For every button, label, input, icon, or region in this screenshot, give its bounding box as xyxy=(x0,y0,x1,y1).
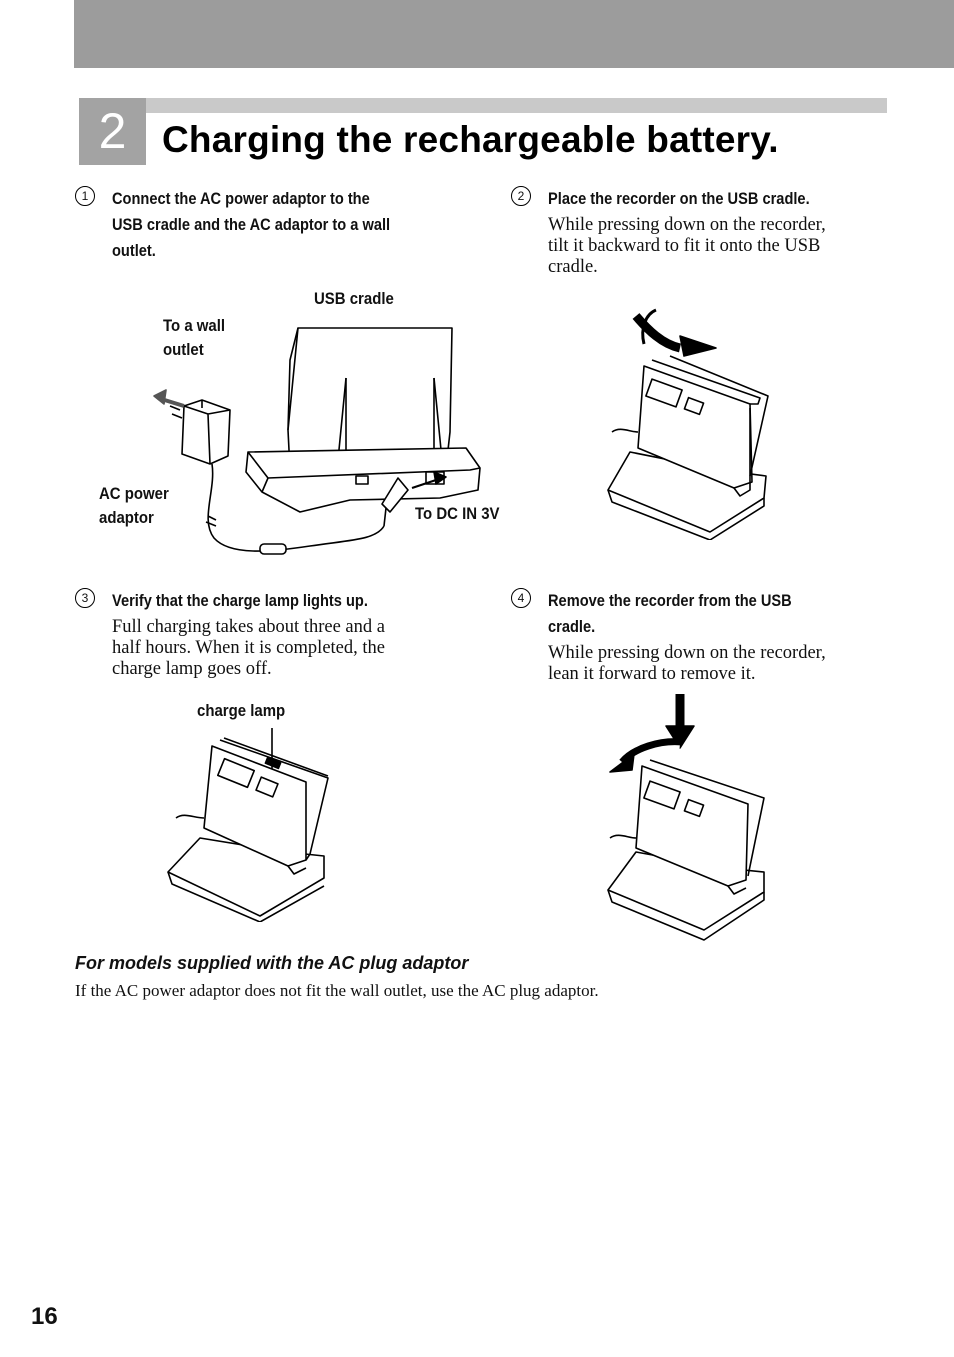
note-body: If the AC power adaptor does not fit the… xyxy=(75,981,599,1000)
step-2: 2 Place the recorder on the USB cradle. … xyxy=(511,186,931,286)
step-body-line: While pressing down on the recorder, xyxy=(548,643,826,663)
step-number: 1 xyxy=(75,186,95,206)
step-heading: Verify that the charge lamp lights up. xyxy=(112,588,368,614)
step-4: 4 Remove the recorder from the USB cradl… xyxy=(511,588,931,688)
step-number: 2 xyxy=(511,186,531,206)
step-body-line: half hours. When it is completed, the xyxy=(112,638,385,658)
ac-power-adaptor-label-line: AC power xyxy=(99,484,169,503)
step-body-line: tilt it backward to fit it onto the USB xyxy=(548,236,821,256)
page-title: Charging the rechargeable battery. xyxy=(162,119,779,160)
step-heading: Place the recorder on the USB cradle. xyxy=(548,186,810,212)
step-heading-line: cradle. xyxy=(548,617,596,636)
step-heading-line: Verify that the charge lamp lights up. xyxy=(112,591,368,610)
header-band xyxy=(74,0,954,68)
step-body: While pressing down on the recorder, lea… xyxy=(548,643,826,685)
note-heading: For models supplied with the AC plug ada… xyxy=(75,953,469,973)
remove-recorder-illustration xyxy=(607,694,765,941)
step-heading-line: outlet. xyxy=(112,241,156,260)
ac-power-adaptor-label-line: adaptor xyxy=(99,508,154,527)
step-body: While pressing down on the recorder, til… xyxy=(548,215,826,278)
step-heading-line: USB cradle and the AC adaptor to a wall xyxy=(112,215,391,234)
section-number: 2 xyxy=(79,98,146,165)
step-body: Full charging takes about three and a ha… xyxy=(112,617,385,680)
step-1: 1 Connect the AC power adaptor to the US… xyxy=(75,186,475,266)
section-rule xyxy=(146,98,887,113)
step-body-line: lean it forward to remove it. xyxy=(548,664,756,684)
wall-outlet-label-line: outlet xyxy=(163,340,204,359)
step-number: 3 xyxy=(75,588,95,608)
charge-lamp-label: charge lamp xyxy=(197,701,286,720)
step-3: 3 Verify that the charge lamp lights up.… xyxy=(75,588,475,688)
step-body-line: cradle. xyxy=(548,257,598,277)
place-recorder-illustration xyxy=(607,308,769,540)
usb-cradle-label: USB cradle xyxy=(314,289,394,308)
charge-lamp-illustration xyxy=(167,728,329,922)
step-number: 4 xyxy=(511,588,531,608)
cradle-connection-illustration xyxy=(153,327,481,555)
step-heading-line: Place the recorder on the USB cradle. xyxy=(548,189,810,208)
step-body-line: Full charging takes about three and a xyxy=(112,617,385,637)
step-body-line: While pressing down on the recorder, xyxy=(548,215,826,235)
wall-outlet-label: To a wall outlet xyxy=(163,314,225,362)
step-heading-line: Connect the AC power adaptor to the xyxy=(112,189,370,208)
step-heading-line: Remove the recorder from the USB xyxy=(548,591,792,610)
page-number: 16 xyxy=(31,1303,58,1330)
step-heading: Connect the AC power adaptor to the USB … xyxy=(112,186,390,264)
step-body-line: charge lamp goes off. xyxy=(112,659,272,679)
ac-power-adaptor-label: AC power adaptor xyxy=(99,482,169,530)
wall-outlet-label-line: To a wall xyxy=(163,316,226,335)
step-heading: Remove the recorder from the USB cradle. xyxy=(548,588,792,640)
dc-in-label: To DC IN 3V xyxy=(415,504,500,523)
